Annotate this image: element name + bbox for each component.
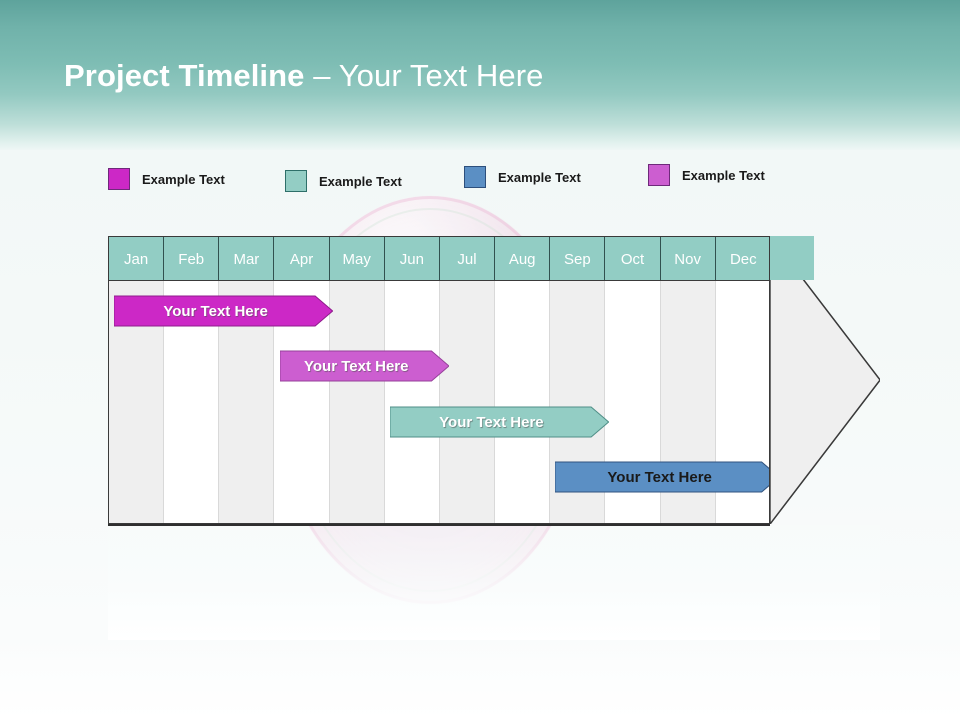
timeline-column-jul <box>440 237 496 523</box>
timeline-column-mar <box>219 237 275 523</box>
month-header-aug[interactable]: Aug <box>495 237 551 281</box>
legend-swatch-2 <box>285 170 307 192</box>
legend-label-2: Example Text <box>319 173 402 189</box>
month-header-jul[interactable]: Jul <box>439 237 496 281</box>
page-title-strong: Project Timeline <box>64 58 305 93</box>
timeline-column-jan <box>109 237 165 523</box>
month-header-sep[interactable]: Sep <box>550 237 606 281</box>
legend-label-3: Example Text <box>498 169 581 185</box>
legend-item-2[interactable]: Example Text <box>285 170 402 192</box>
month-header-mar[interactable]: Mar <box>219 237 275 281</box>
timeline-bar-shape-2 <box>279 350 449 382</box>
legend-swatch-1 <box>108 168 130 190</box>
timeline-bar-shape-3 <box>389 406 609 438</box>
timeline-column-aug <box>495 237 551 523</box>
month-header-jan[interactable]: Jan <box>109 237 165 281</box>
timeline-bar-4[interactable]: Your Text Here <box>555 461 769 493</box>
legend-item-3[interactable]: Example Text <box>464 166 581 188</box>
month-header-nov[interactable]: Nov <box>660 237 716 281</box>
month-header-dec[interactable]: Dec <box>715 237 769 281</box>
legend-item-4[interactable]: Example Text <box>648 164 765 186</box>
legend-label-1: Example Text <box>142 171 225 187</box>
timeline-bar-shape-1 <box>114 295 334 327</box>
month-header-may[interactable]: May <box>329 237 385 281</box>
page-title-light: Your Text Here <box>338 58 544 93</box>
legend-swatch-4 <box>648 164 670 186</box>
timeline-column-feb <box>164 237 220 523</box>
timeline-bar-shape-4 <box>555 461 769 493</box>
timeline-bar-label-2: Your Text Here <box>304 357 409 375</box>
legend-swatch-3 <box>464 166 486 188</box>
page-title: Project Timeline – Your Text Here <box>64 58 543 94</box>
month-header-jun[interactable]: Jun <box>384 237 440 281</box>
header-gradient-band <box>0 0 960 152</box>
timeline-bar-label-3: Your Text Here <box>439 413 544 431</box>
timeline-bar-label-4: Your Text Here <box>607 468 712 486</box>
chart-reflection-fade <box>108 525 880 640</box>
timeline-column-oct <box>606 237 661 523</box>
page-title-separator: – <box>304 58 339 93</box>
header-underline <box>109 280 769 282</box>
month-header-feb[interactable]: Feb <box>164 237 220 281</box>
timeline-bar-2[interactable]: Your Text Here <box>279 350 449 382</box>
chart-baseline <box>108 524 770 526</box>
timeline-bar-3[interactable]: Your Text Here <box>389 406 609 438</box>
legend-label-4: Example Text <box>682 167 765 183</box>
timeline-column-jun <box>385 237 440 523</box>
timeline-bar-label-1: Your Text Here <box>163 302 268 320</box>
timeline-bar-1[interactable]: Your Text Here <box>114 295 334 327</box>
month-header-apr[interactable]: Apr <box>274 237 330 281</box>
timeline-arrow-shape <box>108 236 880 524</box>
month-header-oct[interactable]: Oct <box>605 237 661 281</box>
legend-item-1[interactable]: Example Text <box>108 168 225 190</box>
